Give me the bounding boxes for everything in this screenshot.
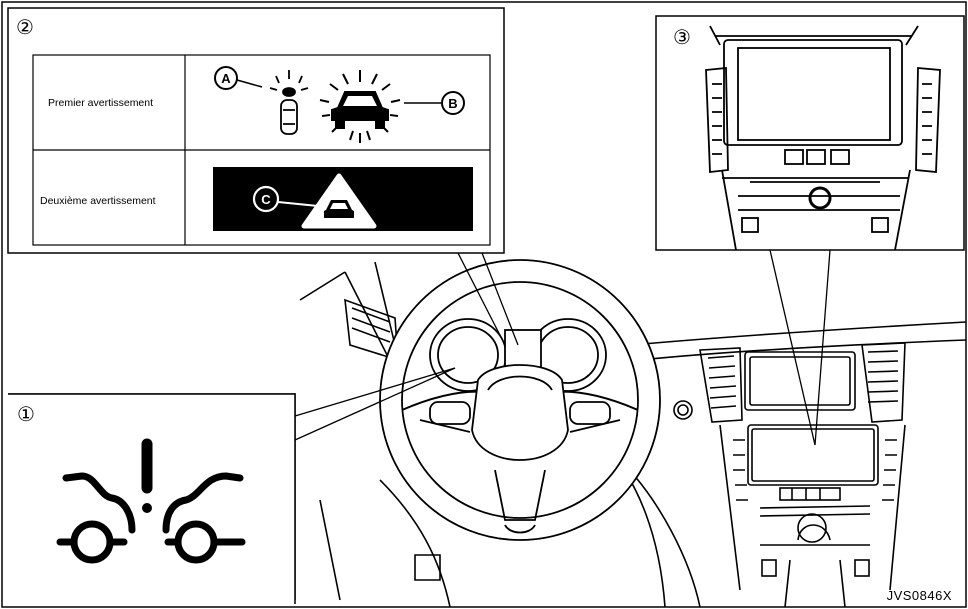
triangle-warning-icon	[301, 173, 377, 229]
callout-b: B	[404, 91, 465, 115]
car-top-icon	[269, 70, 309, 135]
svg-text:C: C	[261, 192, 271, 207]
callout-1: ①	[17, 404, 35, 426]
callout-3: ③	[673, 27, 691, 49]
second-warning-label: Deuxième avertissement	[40, 195, 156, 207]
callout-2: ②	[16, 17, 34, 39]
leader-lines	[294, 249, 831, 446]
steering-wheel	[379, 259, 661, 541]
svg-text:A: A	[221, 71, 231, 86]
warning-car-icon	[56, 438, 246, 564]
callout-a: A	[214, 66, 263, 90]
panel-3-center-display: ③	[655, 15, 965, 251]
figure-code: JVS0846X	[887, 588, 952, 603]
dashboard-illustration	[299, 261, 967, 608]
svg-text:B: B	[448, 96, 457, 111]
callout-c: C	[252, 185, 319, 213]
panel-1-warning-symbol: ①	[8, 393, 296, 606]
first-warning-label: Premier avertissement	[48, 97, 153, 109]
panel-2-warning-table: ② Premier avertissement Deuxième avertis…	[7, 7, 505, 254]
car-front-icon	[319, 70, 401, 143]
